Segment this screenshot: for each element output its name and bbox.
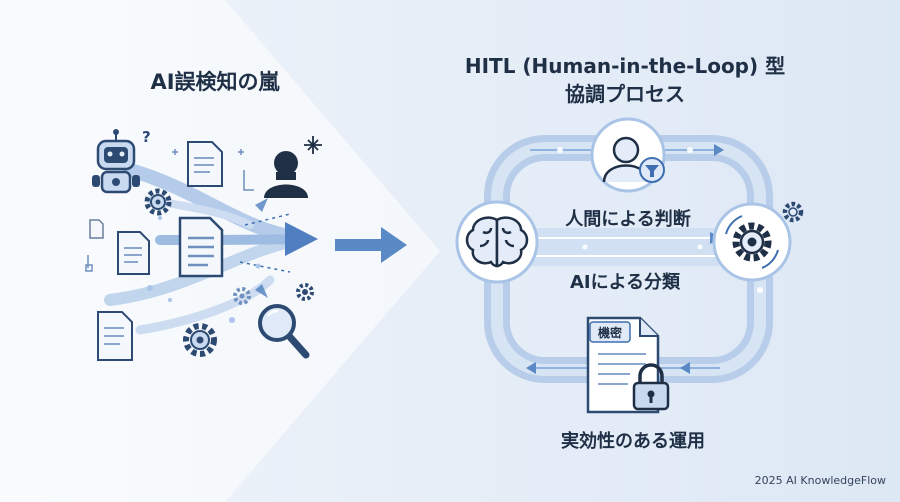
magnifier-icon (258, 304, 310, 359)
alert-burst-icon (304, 136, 322, 154)
hitl-title-line1: HITL (Human-in-the-Loop) 型 (464, 54, 786, 78)
human-node (590, 117, 666, 193)
ai-classification-label: AIによる分類 (569, 272, 681, 293)
transition-arrow-icon (335, 227, 407, 263)
document-icon (178, 216, 224, 278)
hitl-title-line2: 協調プロセス (565, 82, 685, 106)
filter-icon (639, 157, 665, 183)
storm-title: AI誤検知の嵐 (150, 70, 280, 94)
person-icon (264, 151, 308, 198)
gear-icon (144, 188, 172, 216)
gear-icon (782, 201, 804, 223)
question-mark-icon: ? (142, 128, 151, 146)
document-icon (117, 231, 150, 275)
confidential-document: 機密 (586, 316, 670, 414)
gear-icon (725, 215, 779, 269)
copyright-footer: 2025 AI KnowledgeFlow (754, 474, 886, 487)
flow-arrow-icon (285, 222, 318, 256)
gear-icon (233, 287, 251, 305)
ai-node (455, 200, 539, 284)
lock-icon (632, 363, 670, 411)
process-node (712, 201, 804, 282)
doc-stamp-label: 機密 (598, 325, 622, 340)
document-icon (97, 311, 133, 361)
effective-operation-label: 実効性のある運用 (561, 431, 705, 452)
robot-icon (92, 129, 140, 194)
gear-icon (296, 283, 314, 301)
doc-stamp (589, 321, 631, 343)
gear-icon (183, 323, 217, 357)
document-icon (187, 141, 223, 187)
human-judgment-label: 人間による判断 (565, 209, 691, 230)
document-icon (89, 219, 104, 239)
brain-icon (465, 216, 529, 268)
